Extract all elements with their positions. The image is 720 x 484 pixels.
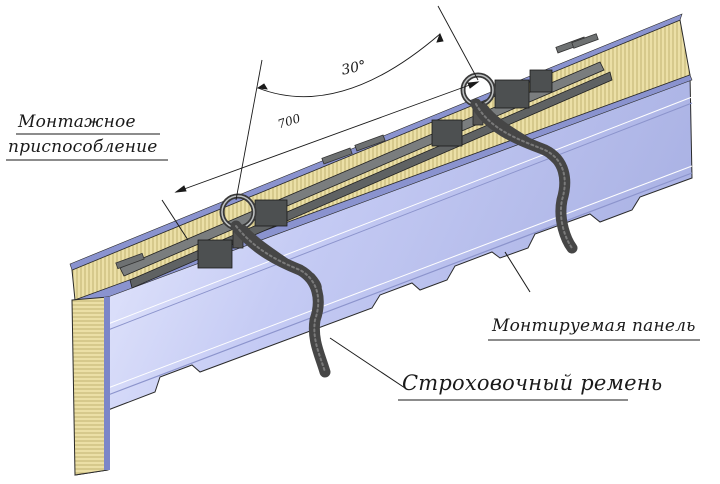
leader-mounting	[161, 199, 189, 241]
label-mounting-device-line1: Монтажное	[18, 112, 136, 132]
panel-rib-3	[107, 102, 693, 331]
panel-end-skin	[104, 297, 110, 470]
dimension-700	[174, 5, 480, 201]
panel-rib-2	[107, 165, 693, 389]
panel-rib-4	[107, 96, 693, 325]
label-mounting-device-line2: приспособление	[8, 137, 158, 157]
safety-strap-right	[470, 98, 578, 254]
leader-panel	[504, 251, 531, 293]
panel-end-face	[71, 296, 109, 476]
panel-face	[74, 74, 693, 476]
safety-strap-left	[230, 220, 331, 378]
label-safety-belt: Строховочный ремень	[402, 371, 663, 395]
dimension-angle	[256, 32, 444, 98]
label-mounted-panel: Монтируемая панель	[492, 316, 696, 336]
leader-belt	[329, 337, 406, 389]
panel-rib-1	[107, 172, 693, 396]
